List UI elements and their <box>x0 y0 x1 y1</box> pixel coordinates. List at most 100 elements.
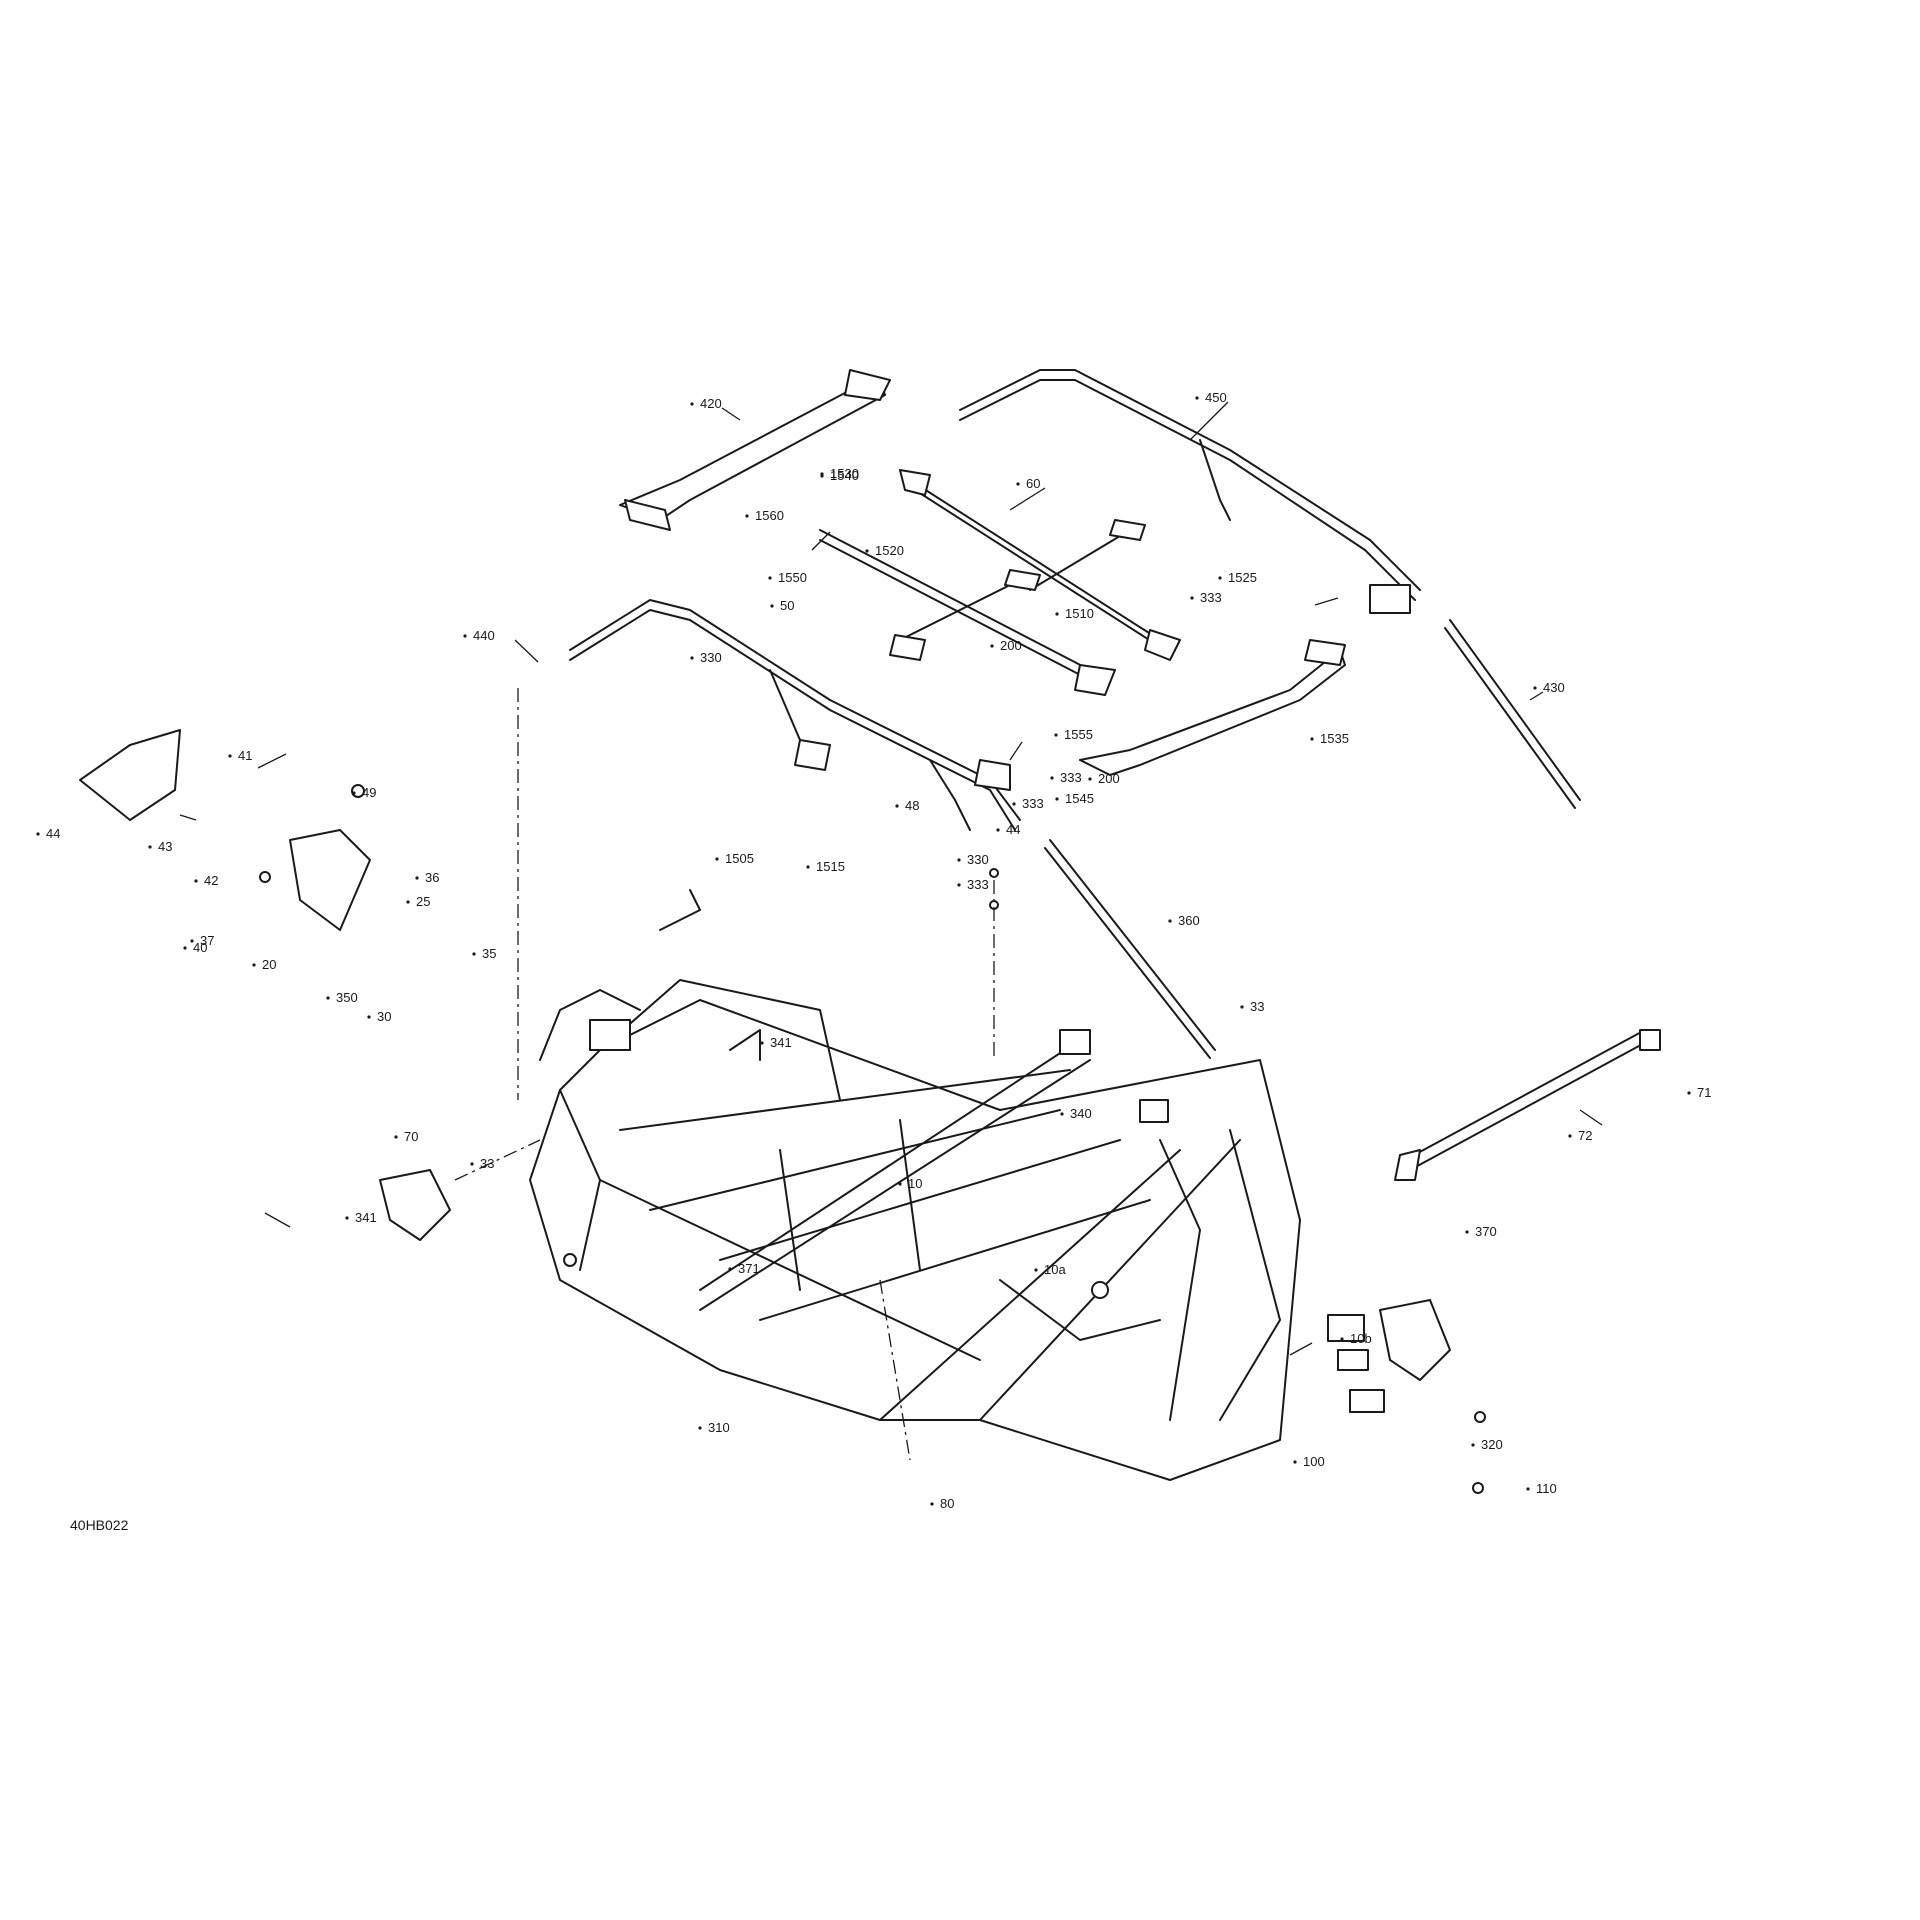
callout-anchor-dot <box>183 946 187 950</box>
callout-anchor-dot <box>760 1041 764 1045</box>
callout-label: 450 <box>1205 390 1227 405</box>
callout-label: 44 <box>1006 822 1020 837</box>
callout-anchor-dot <box>1088 777 1092 781</box>
callout-label: 37 <box>200 933 214 948</box>
callout-label: 80 <box>940 1496 954 1511</box>
callout-anchor-dot <box>472 952 476 956</box>
callout-label: 341 <box>355 1210 377 1225</box>
callout-label: 25 <box>416 894 430 909</box>
callout-label: 370 <box>1475 1224 1497 1239</box>
callout-anchor-dot <box>690 656 694 660</box>
callout-anchor-dot <box>352 791 356 795</box>
callout-label: 333 <box>1022 796 1044 811</box>
callout-anchor-dot <box>1168 919 1172 923</box>
callout-anchor-dot <box>745 514 749 518</box>
callout-label: 1530 <box>830 466 859 481</box>
callout-anchor-dot <box>690 402 694 406</box>
cross-brace-50 <box>819 529 1116 696</box>
callout-anchor-dot <box>1195 396 1199 400</box>
callout-anchor-dot <box>1054 733 1058 737</box>
small-parts <box>79 729 1486 1494</box>
callout-anchor-dot <box>930 1502 934 1506</box>
callout-anchor-dot <box>895 804 899 808</box>
callout-anchor-dot <box>820 472 824 476</box>
callout-anchor-dot <box>415 876 419 880</box>
callout-label: 341 <box>770 1035 792 1050</box>
callout-anchor-dot <box>1471 1443 1475 1447</box>
front-roll-bar-450 <box>959 369 1421 614</box>
callout-anchor-dot <box>1012 802 1016 806</box>
callout-label: 430 <box>1543 680 1565 695</box>
callout-label: 70 <box>404 1129 418 1144</box>
callout-label: 330 <box>700 650 722 665</box>
callout-anchor-dot <box>463 634 467 638</box>
callout-label: 1540 <box>830 468 859 483</box>
callout-anchor-dot <box>1060 1112 1064 1116</box>
callout-anchor-dot <box>957 858 961 862</box>
callout-label: 71 <box>1697 1085 1711 1100</box>
callout-anchor-dot <box>715 857 719 861</box>
callout-label: 49 <box>362 785 376 800</box>
callout-anchor-dot <box>996 828 1000 832</box>
callout-anchor-dot <box>1240 1005 1244 1009</box>
leader-lines <box>179 401 1603 1356</box>
callout-label: 440 <box>473 628 495 643</box>
callout-anchor-dot <box>394 1135 398 1139</box>
callout-anchor-dot <box>1034 1268 1038 1272</box>
callout-anchor-dot <box>367 1015 371 1019</box>
callout-anchor-dot <box>770 604 774 608</box>
front-roll-bar-430 <box>1079 639 1346 776</box>
callout-label: 33 <box>480 1156 494 1171</box>
callout-anchor-dot <box>728 1267 732 1271</box>
callout-label: 333 <box>1200 590 1222 605</box>
callout-anchor-dot <box>1016 482 1020 486</box>
rear-cross-tube-340 <box>1394 1029 1661 1181</box>
callout-anchor-dot <box>806 865 810 869</box>
callout-anchor-dot <box>326 996 330 1000</box>
cross-brace-60 <box>899 469 1181 661</box>
callout-label: 1505 <box>725 851 754 866</box>
callout-label: 1520 <box>875 543 904 558</box>
callout-label: 200 <box>1098 771 1120 786</box>
callout-anchor-dot <box>768 576 772 580</box>
callout-label: 333 <box>1060 770 1082 785</box>
callout-anchor-dot <box>252 963 256 967</box>
callout-label: 60 <box>1026 476 1040 491</box>
upright-tubes-330 <box>1044 619 1581 1059</box>
callout-anchor-dot <box>345 1216 349 1220</box>
callout-label: 43 <box>158 839 172 854</box>
callout-anchor-dot <box>194 879 198 883</box>
callout-label: 44 <box>46 826 60 841</box>
callout-anchor-dot <box>990 644 994 648</box>
callout-label: 350 <box>336 990 358 1005</box>
callout-anchor-dot <box>1218 576 1222 580</box>
callout-anchor-dot <box>470 1162 474 1166</box>
callout-label: 1525 <box>1228 570 1257 585</box>
callout-label: 330 <box>967 852 989 867</box>
rear-roll-bar-420 <box>619 369 891 531</box>
callout-anchor-dot <box>1050 776 1054 780</box>
callout-anchor-dot <box>1055 612 1059 616</box>
callout-label: 10 <box>908 1176 922 1191</box>
callout-label: 10a <box>1044 1262 1066 1277</box>
rear-roll-bar-440 <box>569 599 1021 831</box>
callout-label: 420 <box>700 396 722 411</box>
callout-anchor-dot <box>698 1426 702 1430</box>
callout-anchor-dot <box>1687 1091 1691 1095</box>
callout-anchor-dot <box>1310 737 1314 741</box>
callout-label: 10b <box>1350 1331 1372 1346</box>
callout-label: 100 <box>1303 1454 1325 1469</box>
callout-label: 1560 <box>755 508 784 523</box>
callout-label: 1515 <box>816 859 845 874</box>
figure-code: 40HB022 <box>70 1517 129 1533</box>
callout-label: 1555 <box>1064 727 1093 742</box>
callout-anchor-dot <box>898 1182 902 1186</box>
callout-label: 1545 <box>1065 791 1094 806</box>
callout-anchor-dot <box>1526 1487 1530 1491</box>
callout-anchor-dot <box>190 939 194 943</box>
callout-label: 1550 <box>778 570 807 585</box>
callout-anchor-dot <box>957 883 961 887</box>
callout-label: 20 <box>262 957 276 972</box>
callout-label: 72 <box>1578 1128 1592 1143</box>
